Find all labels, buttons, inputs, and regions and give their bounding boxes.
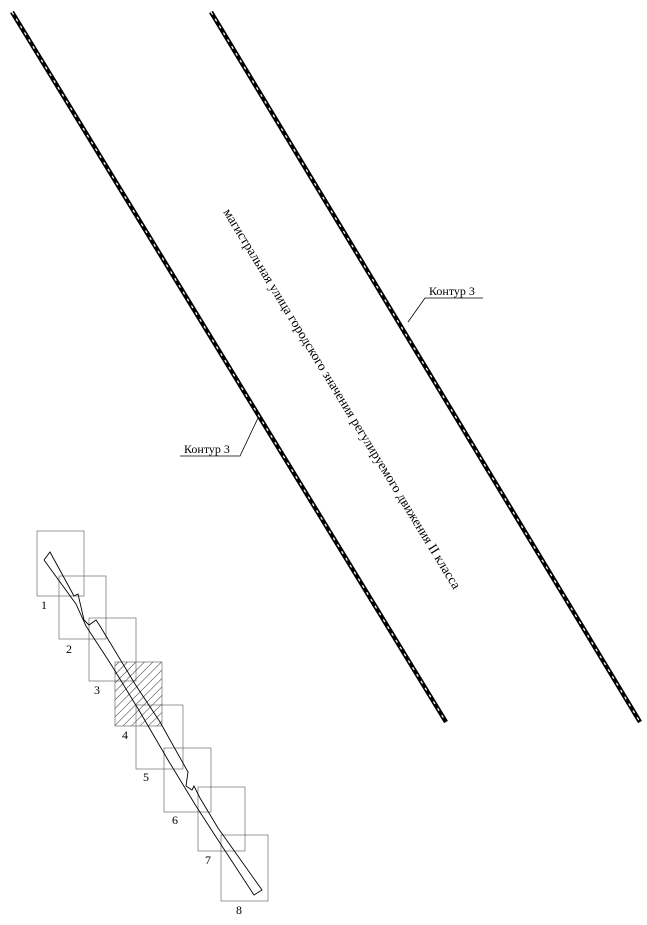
sheet-number-1: 1: [41, 598, 47, 612]
street-label: магистральная улица городского значения …: [220, 206, 464, 592]
sheet-number-8: 8: [236, 903, 242, 917]
sheet-number-7: 7: [205, 853, 211, 867]
sheet-frame-7: [197, 786, 246, 852]
sheet-index-map: 1 2 3 4 5 6 7 8: [36, 530, 269, 917]
sheet-frame-5: [135, 704, 184, 770]
boundary-line-right: [209, 10, 642, 724]
sheet-number-3: 3: [94, 683, 100, 697]
contour-label-right-text: Контур 3: [429, 284, 475, 298]
boundary-line-left: [10, 10, 448, 724]
sheet-number-5: 5: [143, 770, 149, 784]
sheet-number-6: 6: [172, 813, 178, 827]
sheet-frame-3: [88, 617, 137, 682]
sheet-frame-6: [163, 747, 212, 813]
contour-label-left-text: Контур 3: [184, 442, 230, 456]
sheet-frame-2: [58, 575, 107, 640]
sheet-number-4: 4: [122, 728, 128, 742]
sheet-frame-4: [114, 661, 163, 727]
sheet-frame-8: [220, 834, 269, 902]
sheet-frame-1: [36, 530, 85, 597]
contour-label-left: Контур 3: [180, 417, 259, 457]
contour-label-right: Контур 3: [407, 284, 483, 323]
corridor-strip: [43, 551, 263, 896]
sheet-number-2: 2: [66, 642, 72, 656]
